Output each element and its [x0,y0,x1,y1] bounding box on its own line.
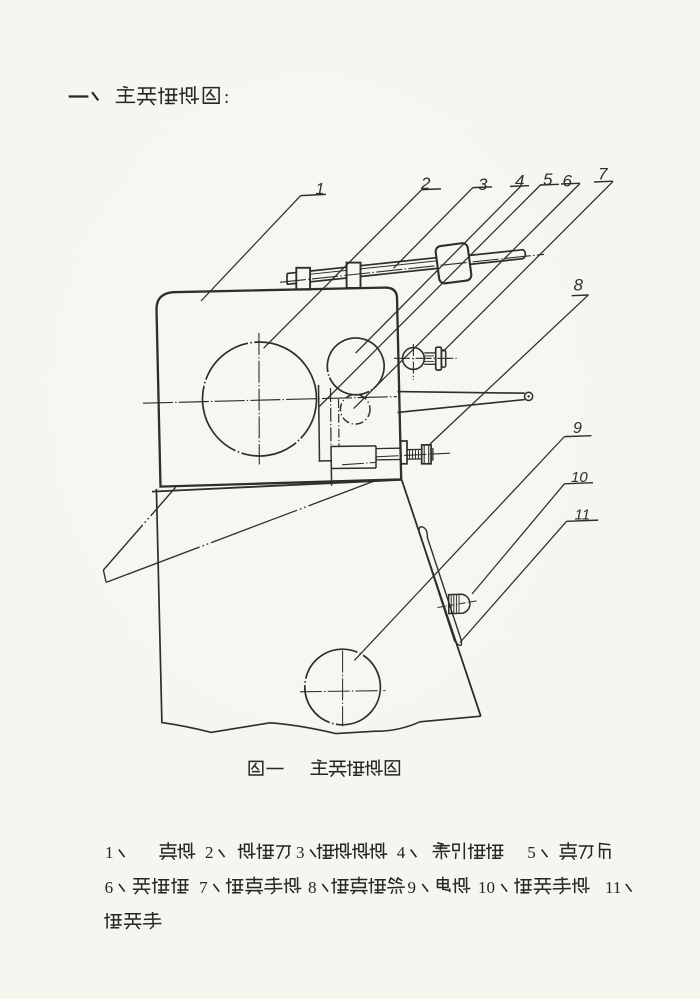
svg-text:6: 6 [563,172,573,191]
svg-text:8: 8 [574,276,584,295]
svg-text:10: 10 [478,878,495,897]
svg-text:1: 1 [105,843,114,862]
svg-text:7: 7 [598,165,608,184]
svg-text::: : [224,87,229,108]
svg-text:7: 7 [199,878,208,897]
svg-text:9: 9 [408,878,417,897]
svg-text:3: 3 [478,175,488,194]
svg-text:6: 6 [105,878,114,897]
svg-text:11: 11 [575,507,591,524]
svg-text:8: 8 [308,878,317,897]
svg-text:2: 2 [420,174,431,193]
svg-text:11: 11 [605,878,621,897]
svg-text:5: 5 [543,170,553,189]
svg-text:9: 9 [573,420,582,437]
svg-text:3: 3 [296,843,305,862]
svg-text:5: 5 [527,843,536,862]
svg-text:4: 4 [515,172,524,191]
svg-text:1: 1 [316,181,325,198]
svg-text:4: 4 [397,843,406,862]
svg-text:10: 10 [571,469,588,486]
svg-text:2: 2 [205,843,214,862]
